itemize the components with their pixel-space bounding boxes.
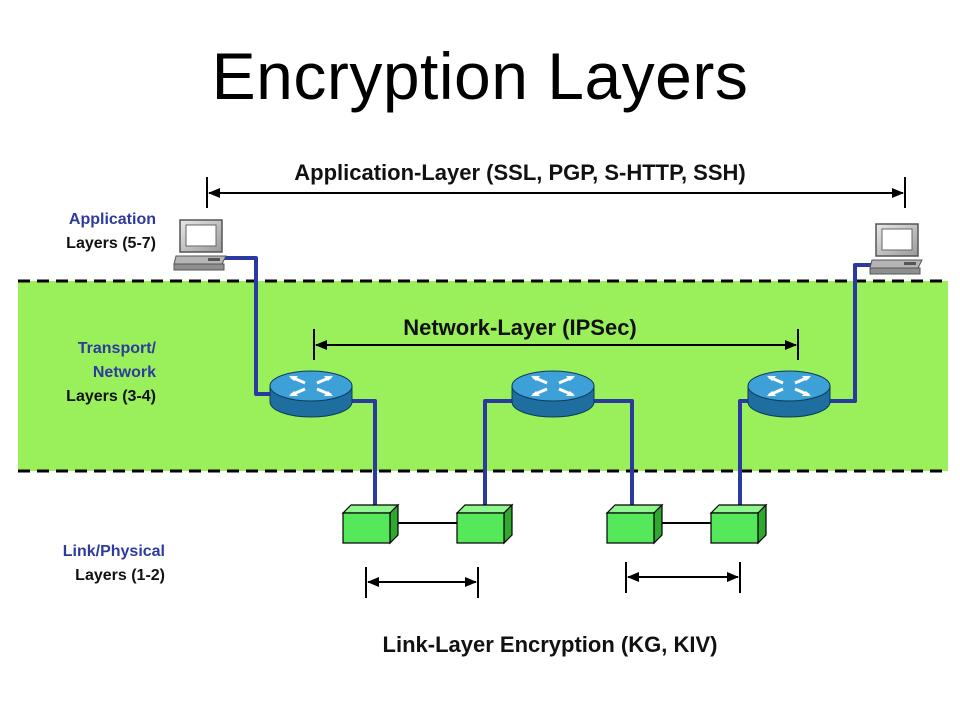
link-router-left-device-1 [350,399,377,512]
router-icon [747,370,831,418]
side-label-network: Transport/ Network Layers (3-4) [6,337,156,409]
link-router-right-pc-right [828,263,872,403]
link-encryptor-icon [709,503,768,545]
link-layer-arrow-right [625,562,741,593]
router-icon [511,370,595,418]
side-label-network-name-2: Network [92,364,156,381]
side-label-link-name: Link/Physical [62,543,165,560]
side-label-network-name-1: Transport/ [77,340,156,357]
side-label-network-layers: Layers (3-4) [66,388,156,405]
side-label-application-name: Application [68,211,156,228]
link-router-middle-device-3 [592,399,634,512]
link-device-2-router-middle [483,399,514,512]
computer-icon [173,219,227,271]
page-title: Encryption Layers [211,39,749,113]
computer-icon [869,223,923,275]
side-label-link: Link/Physical Layers (1-2) [15,540,165,588]
link-layer-arrow-left [365,567,479,598]
router-icon [269,370,353,418]
side-label-link-layers: Layers (1-2) [75,567,165,584]
application-layer-arrow [206,177,906,208]
link-pc-left-router-left [222,256,272,396]
side-label-application-layers: Layers (5-7) [66,235,156,252]
link-encryptor-icon [455,503,514,545]
network-layer-heading: Network-Layer (IPSec) [403,315,637,340]
network-links [222,256,872,524]
application-layer-heading: Application-Layer (SSL, PGP, S-HTTP, SSH… [294,160,746,185]
side-label-application: Application Layers (5-7) [6,208,156,256]
network-layer-arrow [313,329,799,360]
link-encryptor-icon [605,503,664,545]
link-layer-heading: Link-Layer Encryption (KG, KIV) [382,632,718,657]
link-device-4-router-right [738,399,750,512]
link-encryptor-icon [341,503,400,545]
